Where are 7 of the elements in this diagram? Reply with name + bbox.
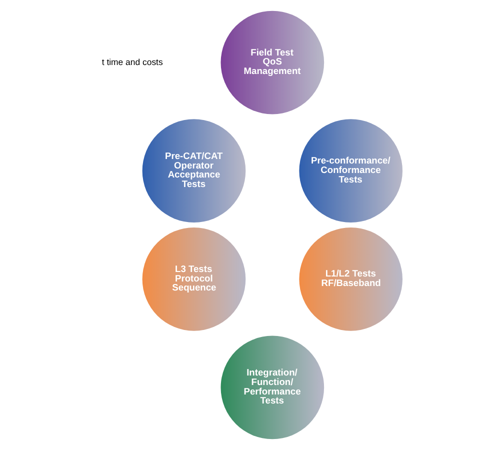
node-circle: Pre-CAT/CAT Operator Acceptance Tests xyxy=(142,119,246,222)
label: t time and costs xyxy=(101,56,162,67)
node-circle: Integration/ Function/ Performance Tests xyxy=(220,336,324,440)
node-circle: Pre-conformance/ Conformance Tests xyxy=(298,119,402,222)
node-circle: L3 Tests Protocol Sequence xyxy=(142,228,246,331)
node-circle: L1/L2 Tests RF/Baseband xyxy=(298,228,402,331)
node-circle: Field Test QoS Management xyxy=(220,10,324,114)
